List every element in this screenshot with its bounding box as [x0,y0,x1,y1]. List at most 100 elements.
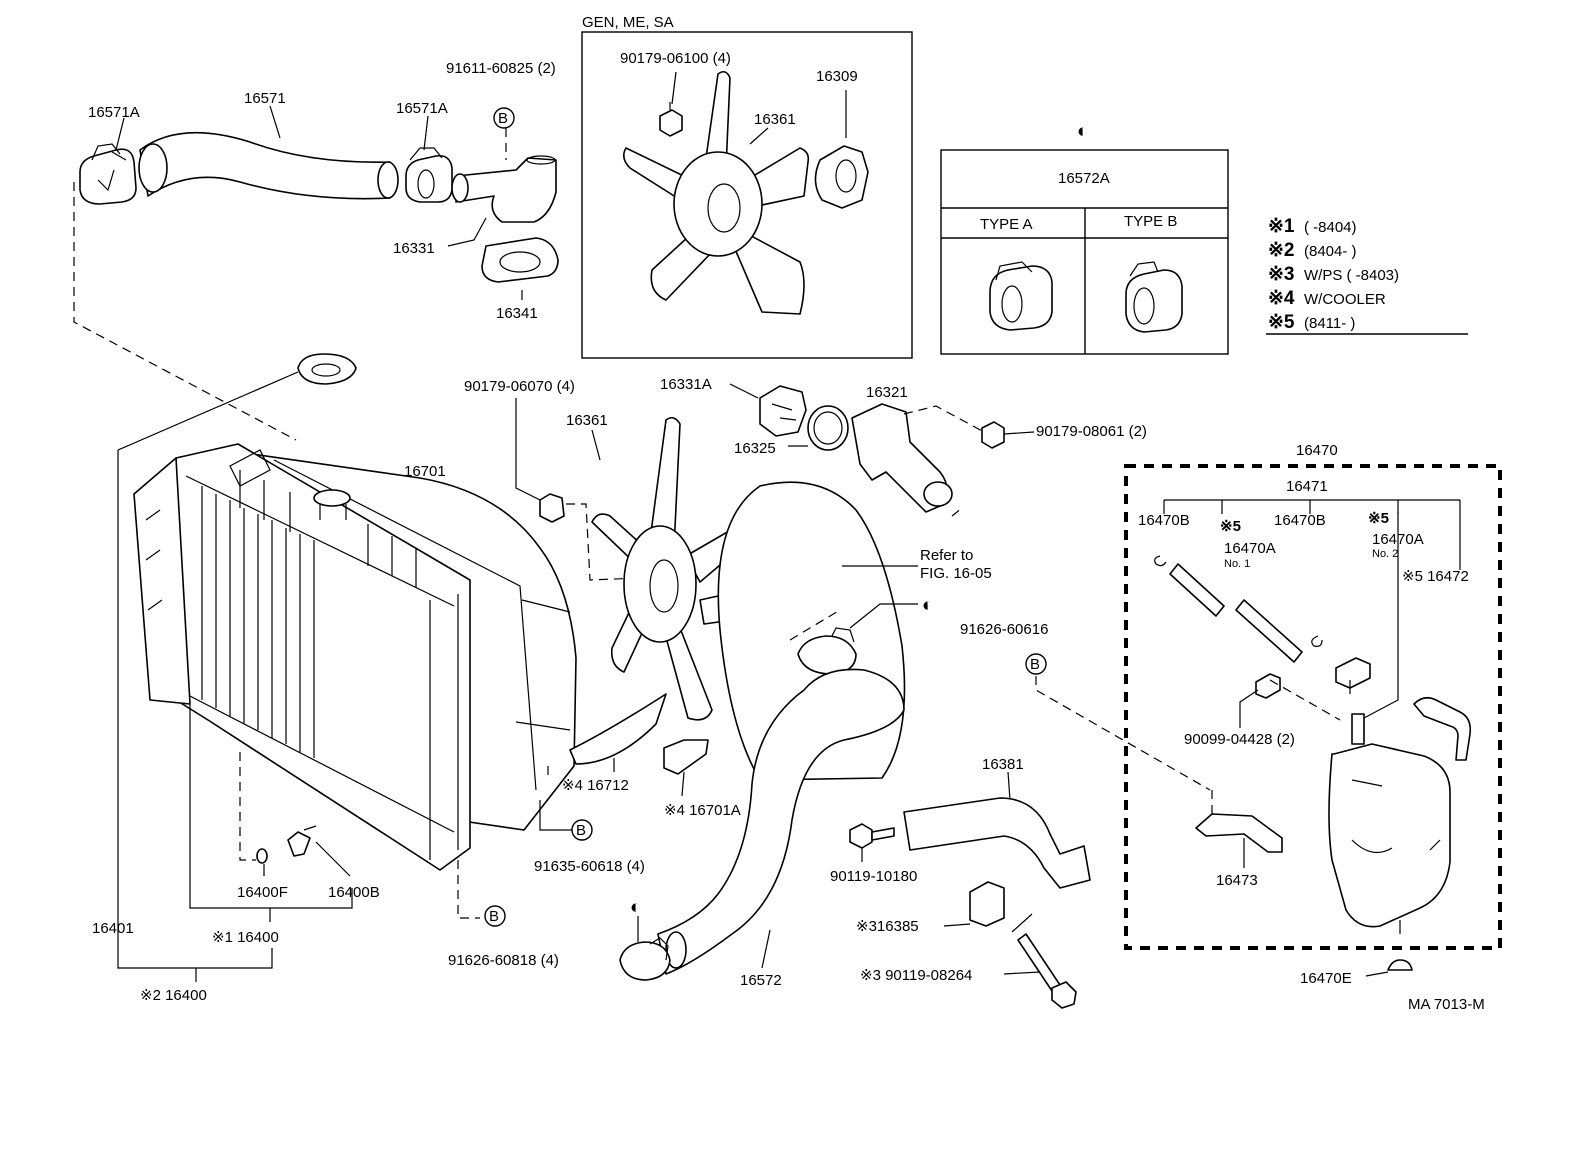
label-16473: 16473 [1216,872,1258,889]
label-16385: ※316385 [856,918,919,935]
ref-b-mid: B [1030,656,1040,673]
label-16381: 16381 [982,756,1024,773]
hose-16472[interactable] [1413,696,1472,761]
clamp-type-a-icon [989,261,1053,331]
label-16470: 16470 [1296,442,1338,459]
reservoir-group: 16470 16471 16470B ※5 16470A No. 1 16470… [1124,442,1502,987]
bolt-90179-06070[interactable] [515,398,565,523]
label-16400F: 16400F [237,884,288,901]
label-16701: 16701 [404,463,446,480]
label-91635-60618: 91635-60618 (4) [534,858,645,875]
label-90179-06070: 90179-06070 (4) [464,378,575,395]
label-90179-08061: 90179-08061 (2) [1036,423,1147,440]
label-16361: 16361 [566,412,608,429]
legend-mark-2: ※2 [1268,240,1295,261]
seal-16712[interactable] [569,693,667,765]
label-16470E: 16470E [1300,970,1352,987]
fan-thermostat-group: 90179-06070 (4) 16361 16331A 16325 [464,376,1211,989]
label-16309: 16309 [816,68,858,85]
table-type-b: TYPE B [1124,213,1177,230]
mark-5-a: ※5 [1220,518,1241,535]
hose-clamp-bottom[interactable] [619,937,671,981]
half-circle-symbol-table: ◐ [1077,121,1088,142]
fan-bolt-90179-06100[interactable] [659,71,683,137]
fluid-coupling-16309[interactable] [814,90,869,209]
hose-clamp-mid[interactable] [797,627,857,675]
label-90119-10180: 90119-10180 [830,868,917,885]
ref-b-top: B [498,110,508,127]
table-part-16572A: 16572A [1058,170,1110,187]
radiator-hose-16571[interactable] [139,131,391,200]
label-16401: 16401 [92,920,134,937]
label-refer-fig: FIG. 16-05 [920,565,992,582]
ref-b-circle-top [493,107,515,129]
figure-id: MA 7013-M [1408,996,1485,1013]
gasket-16341[interactable] [481,237,559,283]
label-16471: 16471 [1286,478,1328,495]
water-inlet-16321[interactable] [851,403,953,513]
hose-end-right [377,161,399,199]
label-90099-04428: 90099-04428 (2) [1184,731,1295,748]
half-circle-symbol-bottom: ◐ [630,897,641,918]
bolt-90119-10180[interactable] [849,823,895,849]
cap-16470E[interactable] [1387,959,1413,971]
label-16400-note2: ※2 16400 [140,987,207,1004]
hose-clamp-16571A-right[interactable] [405,147,453,203]
legend-text-2: (8404- ) [1304,243,1357,260]
bolt-90119-08264[interactable] [1017,933,1077,1009]
reservoir-tank[interactable] [1328,743,1451,928]
label-16470B-right: 16470B [1274,512,1326,529]
label-16712: ※4 16712 [562,777,629,794]
bracket-16473[interactable] [1195,813,1283,853]
label-16341: 16341 [496,305,538,322]
legend-mark-4: ※4 [1268,288,1295,309]
reservoir-assembly-frame [1124,464,1502,950]
bracket-group: 16381 90119-10180 ※316385 ※3 90119-08264 [830,756,1091,1009]
label-16572: 16572 [740,972,782,989]
label-16321: 16321 [866,384,908,401]
label-16331A: 16331A [660,376,712,393]
bolt-90179-08061[interactable] [981,421,1005,449]
clip-16470B-right[interactable] [1311,635,1323,647]
fan-inset-box: GEN, ME, SA 90179-06100 (4) 16361 16309 [581,14,913,359]
clip-16470B-left[interactable] [1154,555,1167,567]
bracket-16701A[interactable] [663,739,709,775]
label-16400B: 16400B [328,884,380,901]
half-circle-symbol-mid: ◐ [922,595,933,616]
bracket-16381[interactable] [903,797,1091,889]
drain-cock-16400B[interactable] [287,825,317,857]
water-outlet-16331[interactable] [451,155,557,223]
hose-end-left [138,143,168,193]
mark-5-b: ※5 [1368,510,1389,527]
legend-mark-5: ※5 [1268,312,1295,333]
bolt-90099-04428[interactable] [1255,673,1281,699]
legend-text-3: W/PS ( -8403) [1304,267,1399,284]
label-16472: ※5 16472 [1402,568,1469,585]
fan-16361-inset[interactable] [622,70,810,315]
radiator-cap[interactable] [297,353,357,385]
radiator-hose-16572[interactable] [657,668,905,975]
label-16361-inset: 16361 [754,111,796,128]
label-91611-60825: 91611-60825 (2) [446,60,556,77]
o-ring-16400F[interactable] [256,848,268,864]
label-16470A-no1: 16470A [1224,540,1276,557]
label-16331: 16331 [393,240,435,257]
ref-b-lower: B [489,908,499,925]
label-16571A-left: 16571A [88,104,140,121]
thermostat-16331A[interactable] [759,385,807,437]
cushion-16385[interactable] [969,881,1005,927]
upper-radiator-hose-group: 16571A 16571 16571A 91611-60825 (2) B 16… [73,60,559,441]
label-16470B-left: 16470B [1138,512,1190,529]
hose-16470A-no1[interactable] [1169,563,1303,663]
fan-inset-frame [581,31,913,359]
table-type-a: TYPE A [980,216,1033,233]
legend-text-1: ( -8404) [1304,219,1357,236]
label-16701A: ※4 16701A [664,802,741,819]
legend-text-4: W/COOLER [1304,291,1386,308]
hose-clamp-16571A-left[interactable] [79,143,137,205]
clamp-type-b-icon [1125,261,1183,333]
label-90179-06100: 90179-06100 (4) [620,50,731,67]
label-16325: 16325 [734,440,776,457]
cap-16470A-no2[interactable] [1335,657,1371,694]
